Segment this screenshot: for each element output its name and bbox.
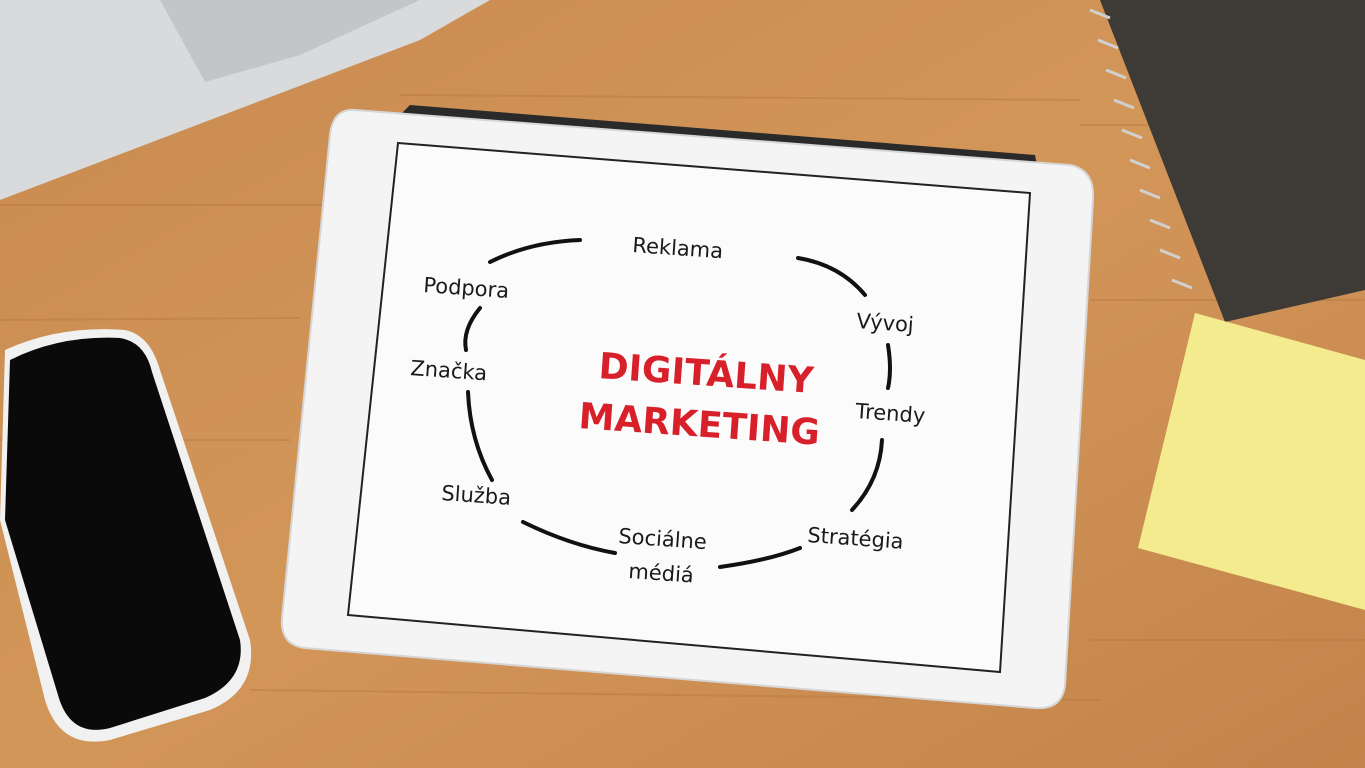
- tablet-screen: [346, 141, 1032, 674]
- diagram-loop: [463, 238, 892, 569]
- word-podpora: Podpora: [423, 273, 510, 303]
- tablet: [280, 105, 1095, 710]
- smartphone: [0, 329, 252, 742]
- word-vyvoj: Vývoj: [856, 309, 915, 337]
- word-sluzba: Služba: [441, 481, 512, 510]
- word-znacka: Značka: [410, 356, 488, 385]
- sticky-note: [1138, 313, 1365, 610]
- word-trendy: Trendy: [854, 399, 926, 428]
- laptop: [0, 0, 490, 200]
- spiral-notebook: [1089, 0, 1365, 322]
- word-media: médiá: [628, 559, 695, 588]
